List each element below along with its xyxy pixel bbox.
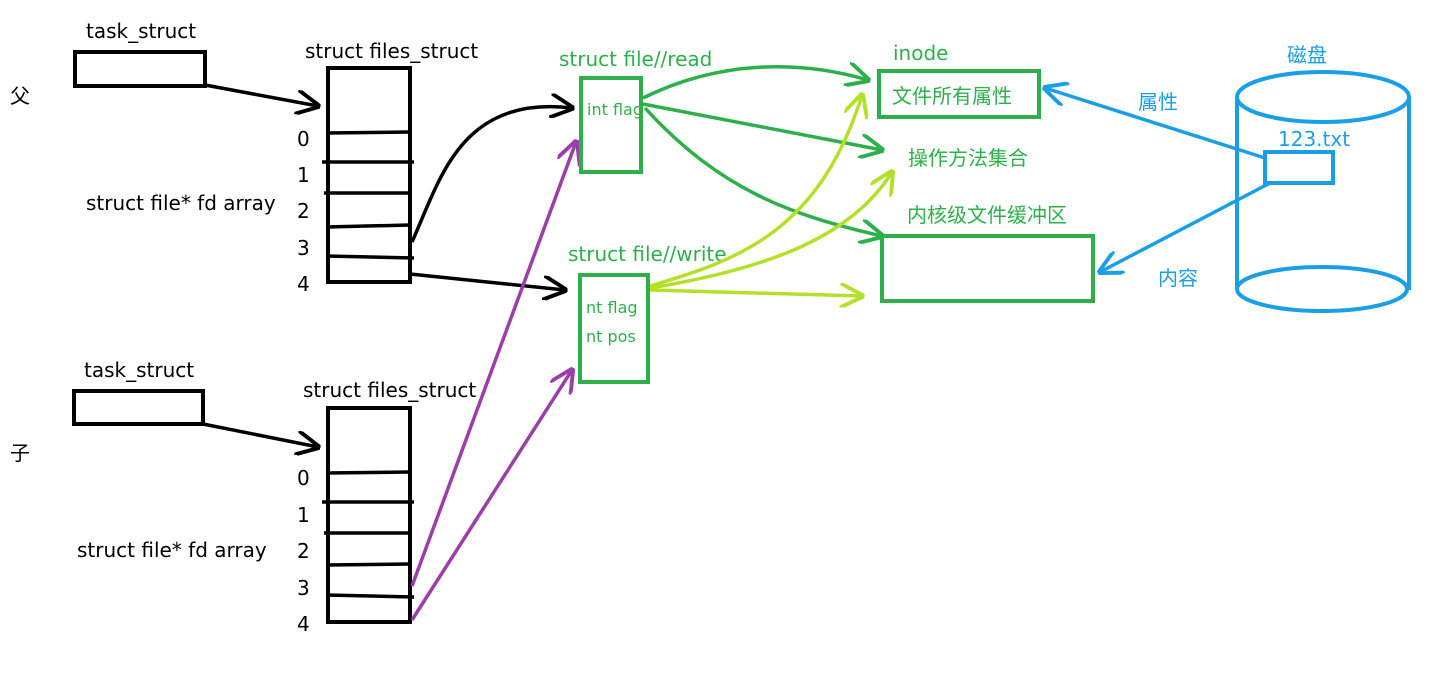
child-fd-index-0: 0 [297,466,310,490]
disk-content-label: 内容 [1158,266,1198,290]
inode-title: inode [893,41,948,65]
write-to-inode-arrows [649,95,892,296]
parent-fd-index-1: 1 [297,163,310,187]
file-write-box [578,273,650,384]
child-fd-index-1: 1 [297,503,310,527]
file-read-field-0: int flag [587,100,643,119]
parent-fd-dividers [322,130,415,260]
child-side-label: 子 [10,441,30,465]
parent-fd-index-0: 0 [297,127,310,151]
disk-group: 磁盘 123.txt 属性 内容 [1045,43,1411,313]
read-to-attrs-arrow [642,67,868,100]
parent-group: 父 task_struct struct files_struct 0 1 2 … [10,19,572,296]
read-to-inode-arrows [642,67,882,236]
inode-attrs-label: 文件所有属性 [892,84,1012,108]
file-write-field-1: nt pos [586,327,636,346]
disk-top [1235,70,1411,124]
child-fd4-to-write-arrow [410,370,572,621]
parent-files-struct-label: struct files_struct [305,39,478,63]
parent-fd4-to-write-arrow [409,272,565,290]
disk-file-box [1263,150,1335,185]
inode-ops-label: 操作方法集合 [908,146,1028,170]
inode-buffer-label: 内核级文件缓冲区 [907,203,1067,227]
child-fd3-to-read-arrow [410,142,576,587]
file-write-title: struct file//write [568,242,727,266]
write-to-attrs-arrow [649,95,862,288]
read-to-buffer-arrow [643,106,882,236]
child-fd-index-2: 2 [297,539,310,563]
parent-fd-index-2: 2 [297,199,310,223]
child-fd-array-label: struct file* fd array [77,538,267,562]
parent-fd-array-label: struct file* fd array [86,191,276,215]
parent-fd3-to-read-arrow [410,107,572,243]
disk-title: 磁盘 [1287,43,1327,67]
child-group: 子 task_struct struct files_struct 0 1 2 … [10,358,476,636]
disk-file-label: 123.txt [1278,127,1350,151]
file-read-title: struct file//read [559,47,712,71]
write-to-ops-arrow [649,172,892,290]
parent-task-struct-box [73,50,207,88]
child-fd-index-3: 3 [297,576,310,600]
parent-side-label: 父 [10,84,30,108]
file-read-box [579,76,643,174]
child-files-struct-label: struct files_struct [303,378,476,402]
child-task-struct-label: task_struct [84,358,194,382]
disk-to-buffer-arrow [1100,181,1271,272]
file-write-group: struct file//write nt flag nt pos [568,242,727,384]
parent-fd-index-3: 3 [297,236,310,260]
child-task-struct-box [72,389,205,426]
write-to-buffer-arrow [649,290,862,296]
child-fd-table [326,406,412,624]
parent-task-struct-label: task_struct [86,19,196,43]
parent-fd-table [326,66,412,284]
child-fd-dividers [322,470,415,599]
disk-bottom [1235,265,1409,313]
inode-group: inode 文件所有属性 操作方法集合 内核级文件缓冲区 [877,41,1095,303]
disk-attr-label: 属性 [1138,90,1178,114]
disk-to-attrs-arrow [1045,88,1266,160]
file-read-group: struct file//read int flag [559,47,712,174]
disk-body [1235,97,1411,290]
child-task-to-files-arrow [202,422,318,447]
parent-task-to-files-arrow [204,83,318,106]
inode-buffer-box [880,234,1095,303]
child-fd-to-files-arrows [410,142,576,621]
child-fd-index-4: 4 [297,612,310,636]
file-write-field-0: nt flag [586,298,638,317]
parent-fd-index-4: 4 [297,272,310,296]
